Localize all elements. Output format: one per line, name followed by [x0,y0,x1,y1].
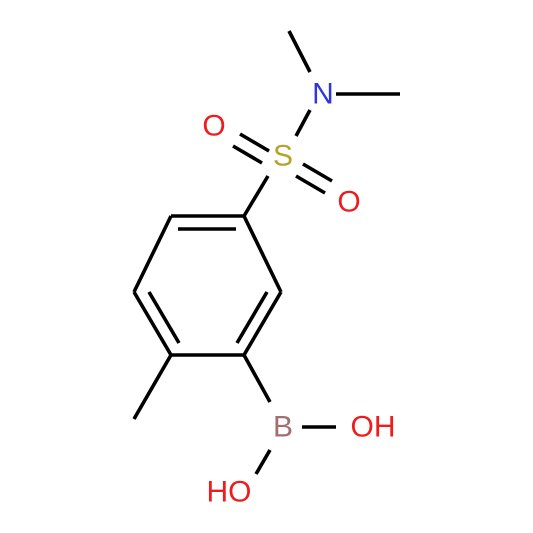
atom-labels: N S O O B OH HO [202,78,395,509]
bond-ring-b [242,354,272,403]
ring-bond-5-inner [235,291,269,344]
ring-bond-3 [132,291,173,356]
bond-b-oh-lower [254,449,272,475]
atom-b: B [273,411,293,444]
bond-ring-methyl [132,354,173,420]
bond-n-s [294,109,312,137]
bond-s-o-upper-a [239,132,270,153]
bonds [132,30,400,475]
ring-bond-5 [242,291,283,356]
atom-s: S [273,140,293,173]
bond-s-o-lower-a [295,174,326,195]
atom-oh-right: OH [351,411,396,444]
atom-o-upper: O [202,110,225,143]
atom-o-lower: O [337,186,360,219]
bond-s-ring [242,175,270,217]
atom-ho-lower: HO [207,476,252,509]
bond-s-o-lower-b [302,162,333,183]
ring-bond-2 [132,215,173,293]
bond-s-o-upper-b [232,144,263,165]
ring-bond-6 [242,215,283,293]
ring-bond-3-inner [147,291,181,344]
atom-n: N [312,78,334,111]
bond-n-methyl-upper [287,30,312,73]
